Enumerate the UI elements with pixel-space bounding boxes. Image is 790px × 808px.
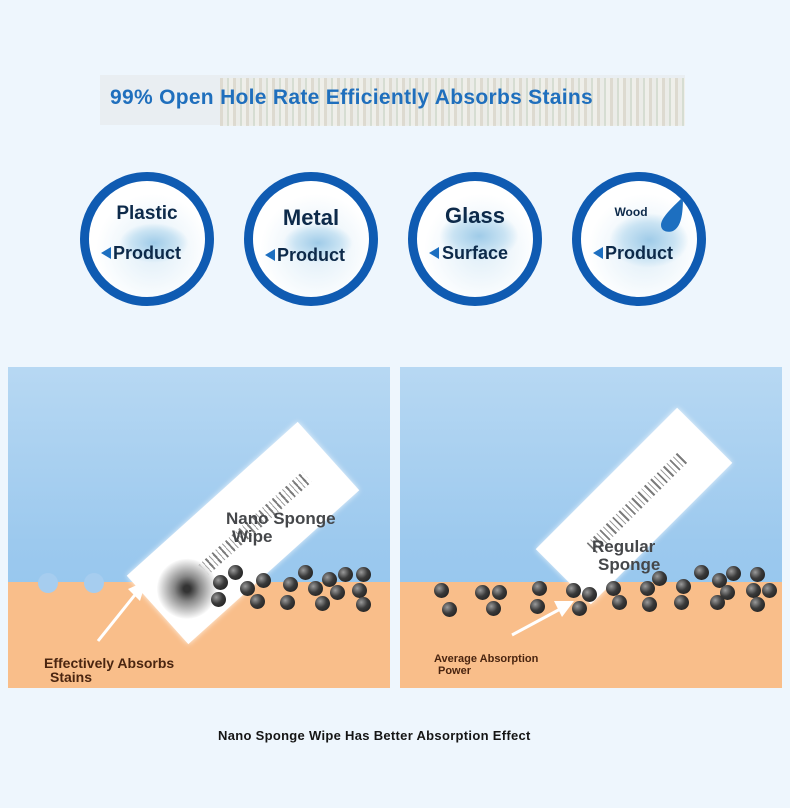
- regular-sponge-panel: Regular Sponge Average Absorption Power: [400, 367, 782, 688]
- stain-particle: [762, 583, 777, 598]
- absorption-note: Average Absorption: [434, 653, 539, 665]
- circle-line2: Product: [112, 243, 181, 263]
- stain-particle: [330, 585, 345, 600]
- stain-particle: [256, 573, 271, 588]
- arrow-left-icon: [101, 247, 111, 259]
- absorption-note: Effectively Absorbs: [44, 655, 175, 671]
- stain-particle: [750, 597, 765, 612]
- absorption-note: Power: [438, 665, 472, 677]
- headline-texture: [220, 78, 685, 126]
- stain-particle: [442, 602, 457, 617]
- water-splash-icon: [283, 223, 353, 263]
- circle-line1: Glass: [445, 203, 505, 228]
- stain-particle: [750, 567, 765, 582]
- headline: 99% Open Hole Rate Efficiently Absorbs S…: [110, 86, 594, 109]
- wipe-label: Regular: [592, 537, 656, 556]
- water-drop-icon: [661, 197, 683, 232]
- stain-particle: [308, 581, 323, 596]
- wipe-label: Nano Sponge: [226, 509, 336, 528]
- arrow-left-icon: [429, 247, 439, 259]
- stain-particle: [492, 585, 507, 600]
- footer-caption: Nano Sponge Wipe Has Better Absorption E…: [218, 728, 531, 743]
- circle-line2: Product: [604, 243, 673, 263]
- stain-particle: [720, 585, 735, 600]
- circle-line1: Metal: [282, 205, 340, 230]
- stain-particle: [434, 583, 449, 598]
- stain-particle: [726, 566, 741, 581]
- wipe-label: Sponge: [598, 555, 661, 574]
- absorption-note: Stains: [50, 669, 93, 685]
- arrow-left-icon: [593, 247, 603, 259]
- stain-particle: [652, 571, 667, 586]
- stain-particle: [572, 601, 587, 616]
- circle-line1: Plastic: [116, 203, 178, 224]
- stain-particle: [475, 585, 490, 600]
- stain-particle: [228, 565, 243, 580]
- stain-particle: [674, 595, 689, 610]
- arrow-up-right-icon: [96, 581, 146, 642]
- stain-particle: [612, 595, 627, 610]
- stain-particle: [712, 573, 727, 588]
- stain-particle: [356, 597, 371, 612]
- circle-glass: Glass Surface: [408, 172, 542, 306]
- stain-particle: [486, 601, 501, 616]
- stain-particle: [694, 565, 709, 580]
- stain-particle: [676, 579, 691, 594]
- stain-particle: [250, 594, 265, 609]
- stain-particle: [283, 577, 298, 592]
- circle-line1: Wood: [614, 205, 648, 219]
- stain-particle: [530, 599, 545, 614]
- stain-particle: [606, 581, 621, 596]
- arrow-up-right-icon: [511, 601, 574, 637]
- stain-particle: [356, 567, 371, 582]
- wipe-label: Wipe: [232, 527, 273, 546]
- absorbed-pit: [84, 573, 104, 593]
- circle-plastic: Plastic Product: [80, 172, 214, 306]
- stain-particle: [338, 567, 353, 582]
- arrow-left-icon: [265, 249, 275, 261]
- stain-particle: [352, 583, 367, 598]
- absorbed-pit: [38, 573, 58, 593]
- stain-particle: [315, 596, 330, 611]
- stain-particle: [211, 592, 226, 607]
- circle-line2: Product: [276, 245, 345, 265]
- stain-particle: [582, 587, 597, 602]
- water-splash-icon: [119, 223, 189, 263]
- stain-particle: [640, 581, 655, 596]
- circle-line2: Surface: [441, 243, 509, 263]
- stain-particle: [213, 575, 228, 590]
- stain-particle: [642, 597, 657, 612]
- water-splash-icon: [439, 211, 519, 261]
- stain-particle: [710, 595, 725, 610]
- stain-particle: [280, 595, 295, 610]
- stain-particle: [322, 572, 337, 587]
- circle-wood: Wood Product: [572, 172, 706, 306]
- stain-particle: [566, 583, 581, 598]
- circle-metal: Metal Product: [244, 172, 378, 306]
- stain-particle: [746, 583, 761, 598]
- stain-particle: [240, 581, 255, 596]
- nano-sponge-panel: Nano Sponge Wipe Effectively Absorbs Sta…: [8, 367, 390, 688]
- stain-particle: [532, 581, 547, 596]
- stain-particle: [298, 565, 313, 580]
